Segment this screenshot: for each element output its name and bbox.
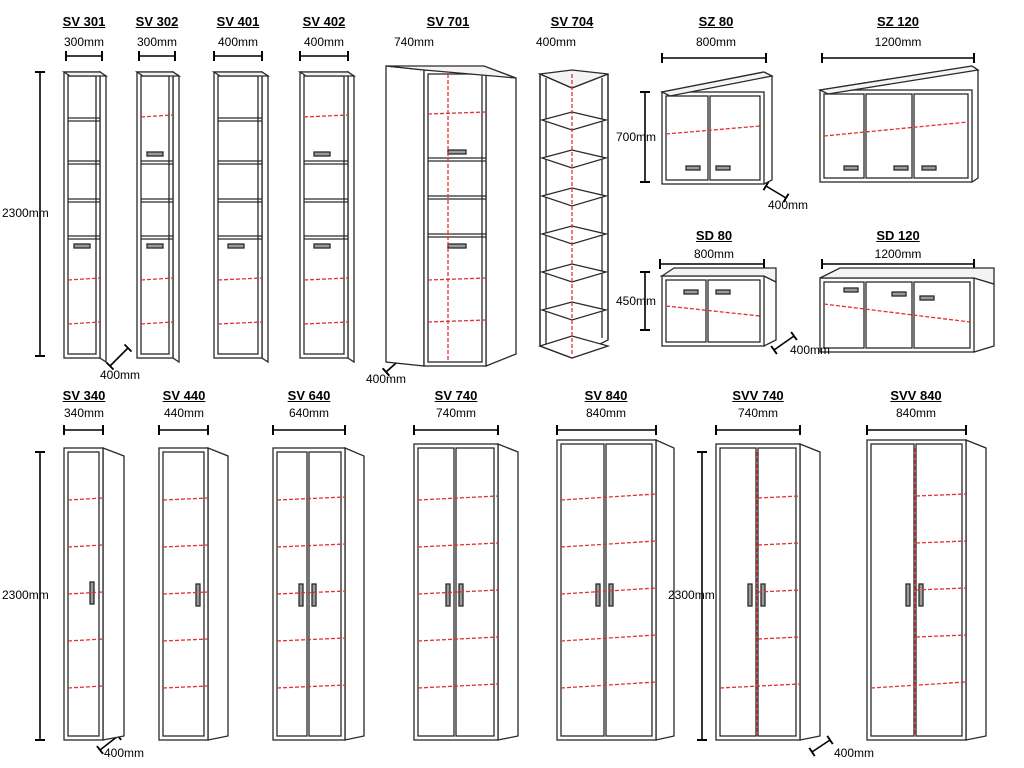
depth-label-4: 400mm <box>790 343 831 357</box>
depth-dim-6 <box>808 735 834 757</box>
cabinet-svv740 <box>715 443 821 741</box>
cabinet-sv440 <box>158 447 229 741</box>
depth-dim-1 <box>105 343 133 371</box>
code-sv402: SV 402 <box>302 14 346 29</box>
code-sv340: SV 340 <box>62 388 106 403</box>
width-sv840: 840mm <box>585 406 627 420</box>
cabinet-sv701 <box>385 65 517 367</box>
cabinet-sv340 <box>63 447 125 741</box>
cabinet-sv301 <box>61 70 109 364</box>
width-sv640: 640mm <box>288 406 330 420</box>
code-sd80: SD 80 <box>695 228 733 243</box>
width-sd120: 1200mm <box>874 247 922 261</box>
cabinet-sv740 <box>413 443 519 741</box>
cabinet-sv401 <box>211 70 271 364</box>
width-sv402: 400mm <box>303 35 345 49</box>
cabinet-sv704 <box>537 69 611 359</box>
code-sv740: SV 740 <box>434 388 478 403</box>
height-label-low: 450mm <box>616 294 657 308</box>
cabinet-sv640 <box>272 447 365 741</box>
depth-label-3: 400mm <box>768 198 809 212</box>
cabinet-sz80 <box>660 71 774 185</box>
code-svv840: SVV 840 <box>890 388 942 403</box>
cabinet-sv402 <box>297 70 357 364</box>
code-svv740: SVV 740 <box>732 388 784 403</box>
dimension-lines <box>35 51 975 757</box>
width-sv301: 300mm <box>63 35 105 49</box>
code-sv840: SV 840 <box>584 388 628 403</box>
height-label-row1: 2300mm <box>2 206 49 220</box>
code-sz120: SZ 120 <box>877 14 919 29</box>
code-sv704: SV 704 <box>550 14 594 29</box>
code-sd120: SD 120 <box>876 228 920 243</box>
code-sv401: SV 401 <box>216 14 260 29</box>
depth-dim-3 <box>762 181 790 203</box>
width-sv340: 340mm <box>63 406 105 420</box>
cabinet-sz120 <box>817 65 980 183</box>
depth-dim-4 <box>770 331 798 355</box>
width-svv740: 740mm <box>737 406 779 420</box>
width-sz120: 1200mm <box>874 35 922 49</box>
cabinet-sv840 <box>556 438 675 741</box>
width-sv704: 400mm <box>535 35 577 49</box>
code-sv701: SV 701 <box>426 14 470 29</box>
height-label-row2: 2300mm <box>2 588 49 602</box>
width-sv302: 300mm <box>136 35 178 49</box>
height-label-row2-right: 2300mm <box>668 588 715 602</box>
depth-label-1: 400mm <box>100 368 141 382</box>
cabinet-sd80 <box>659 267 777 347</box>
code-sv440: SV 440 <box>162 388 206 403</box>
code-sv640: SV 640 <box>287 388 331 403</box>
width-sd80: 800mm <box>693 247 735 261</box>
width-sz80: 800mm <box>695 35 737 49</box>
width-sv401: 400mm <box>217 35 259 49</box>
code-sz80: SZ 80 <box>698 14 734 29</box>
depth-label-5: 400mm <box>104 746 145 760</box>
width-sv440: 440mm <box>163 406 205 420</box>
width-sv740: 740mm <box>435 406 477 420</box>
cabinet-sv302 <box>134 70 182 364</box>
code-sv302: SV 302 <box>135 14 179 29</box>
depth-label-2: 400mm <box>366 372 407 386</box>
cabinet-svv840 <box>866 439 987 741</box>
code-sv301: SV 301 <box>62 14 106 29</box>
width-sv701: 740mm <box>393 35 435 49</box>
cabinet-sd120 <box>819 267 995 353</box>
depth-label-6: 400mm <box>834 746 875 760</box>
width-svv840: 840mm <box>895 406 937 420</box>
height-label-wall: 700mm <box>616 130 657 144</box>
